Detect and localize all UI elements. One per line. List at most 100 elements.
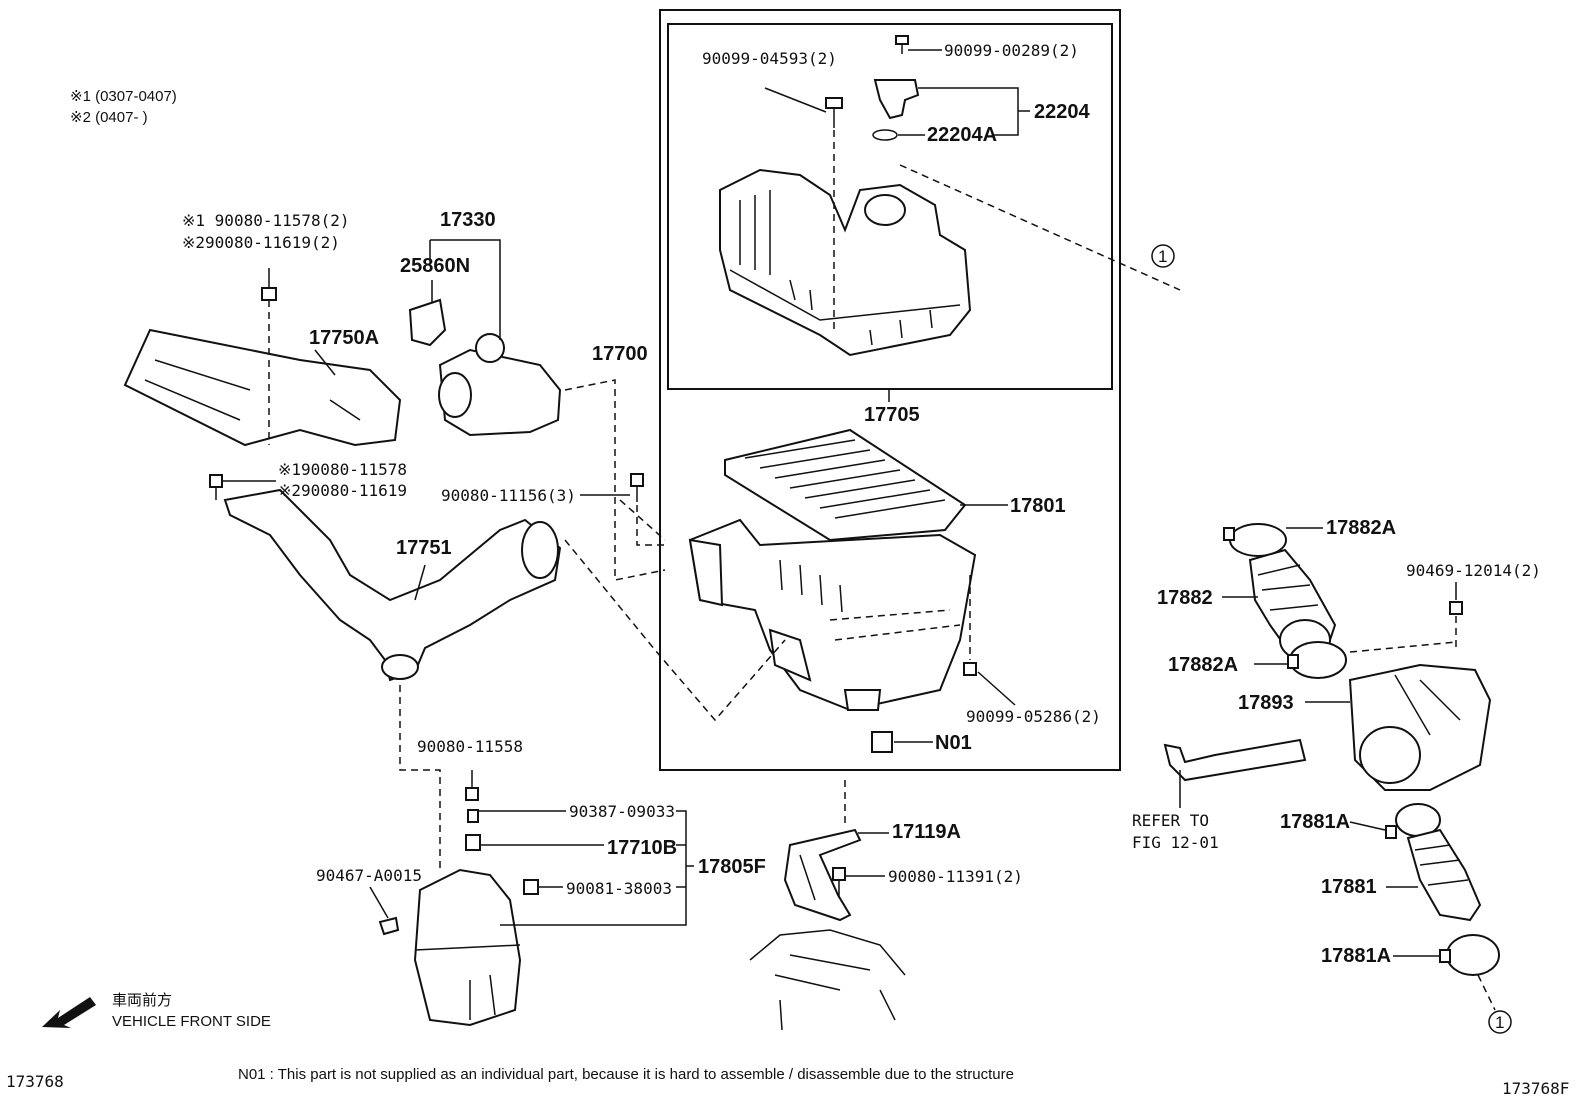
label-90469-12014: 90469-12014(2) — [1406, 561, 1541, 580]
clamp-17881a-top — [1385, 803, 1441, 839]
refer-fig-label: FIG 12-01 — [1132, 833, 1219, 852]
grommet-n01 — [871, 731, 893, 753]
leader-17330 — [429, 239, 501, 340]
screw-90099-00289 — [895, 35, 909, 54]
vsv-sensor-25860n — [408, 298, 447, 347]
assembly-frame-outer — [659, 9, 1121, 771]
clip-upper-left — [261, 268, 277, 301]
collar-90387-09033 — [467, 809, 479, 823]
ref-marker-1-bottom — [1488, 1010, 1512, 1034]
label-17751: 17751 — [396, 537, 452, 559]
dashline-17700 — [564, 379, 666, 581]
nut-90081-38003 — [523, 879, 539, 895]
label-17710b: 17710B — [607, 837, 677, 859]
ref-marker-1-top — [1151, 244, 1175, 268]
label-90080-11578-b: ※190080-11578 — [278, 460, 407, 479]
dashline-ref1-bottom — [1477, 974, 1496, 1011]
air-flow-meter-body — [438, 333, 562, 437]
label-17882a-top: 17882A — [1326, 517, 1396, 539]
clamp-17882a-bottom — [1287, 641, 1347, 679]
hose-refer-12-01 — [1163, 738, 1307, 782]
bracket-17119a — [783, 828, 862, 922]
ref-marker-1-top-label: 1 — [1158, 247, 1167, 266]
dashline-cap-ref1 — [899, 164, 1181, 291]
range-note-1: ※1 (0307-0407) — [70, 88, 177, 105]
vehicle-front-jp: 車両前方 — [112, 992, 172, 1009]
label-90080-11578-a: ※1 90080-11578(2) — [182, 211, 350, 230]
bolt-90080-11156 — [630, 473, 644, 502]
figure-number-right: 173768F — [1502, 1079, 1569, 1098]
air-intake-duct-17750a — [123, 328, 402, 447]
label-90081-38003: 90081-38003 — [566, 879, 672, 898]
label-17750a: 17750A — [309, 327, 379, 349]
figure-number-left: 173768 — [6, 1072, 64, 1091]
label-n01: N01 — [935, 732, 972, 754]
mass-air-flow-sensor — [873, 79, 920, 120]
leader-17881a-top — [1349, 821, 1386, 831]
clamp-17881a-bottom — [1439, 934, 1500, 976]
leader-17750a — [314, 349, 336, 376]
dashline-90469 — [1349, 616, 1457, 653]
clip-90467-a0015 — [378, 916, 400, 936]
vehicle-front-arrow-icon — [42, 997, 96, 1028]
label-17330: 17330 — [440, 209, 496, 231]
label-90080-11558: 90080-11558 — [417, 737, 523, 756]
dashline-90080-11156 — [636, 505, 665, 546]
grommet-17710b — [465, 834, 481, 851]
footnote-n01: N01 : This part is not supplied as an in… — [238, 1066, 1014, 1083]
leader-17805f — [500, 810, 694, 926]
label-17893: 17893 — [1238, 692, 1294, 714]
label-17805f: 17805F — [698, 856, 766, 878]
leader-90099-05286 — [977, 671, 1016, 706]
leader-17751 — [414, 564, 426, 601]
nut-90099-05286 — [963, 662, 977, 676]
label-90099-00289: 90099-00289(2) — [944, 41, 1079, 60]
air-filter-element — [724, 428, 967, 542]
air-cleaner-case — [688, 518, 977, 712]
assembly-frame-inner — [667, 23, 1113, 390]
resonator-17805f — [413, 868, 522, 1027]
label-17801: 17801 — [1010, 495, 1066, 517]
o-ring-22204a — [872, 129, 898, 141]
label-90467-a0015: 90467-A0015 — [316, 866, 422, 885]
clip-90469-12014 — [1449, 601, 1463, 615]
label-90080-11391: 90080-11391(2) — [888, 867, 1023, 886]
label-90080-11156: 90080-11156(3) — [441, 486, 576, 505]
label-17881a-bottom: 17881A — [1321, 945, 1391, 967]
dashline-case-inner — [829, 609, 961, 641]
air-cleaner-cap — [719, 168, 972, 357]
dashline-resonator — [399, 685, 441, 870]
label-17882a-bottom: 17882A — [1168, 654, 1238, 676]
leader-22204 — [918, 87, 1030, 136]
leader-90099-04593 — [764, 87, 827, 113]
clamp-17882a-top — [1223, 523, 1287, 557]
label-90099-04593: 90099-04593(2) — [702, 49, 837, 68]
resonator-17893 — [1348, 663, 1492, 791]
label-90099-05286: 90099-05286(2) — [966, 707, 1101, 726]
label-17881: 17881 — [1321, 876, 1377, 898]
label-22204a: 22204A — [927, 124, 997, 146]
label-17119a: 17119A — [892, 821, 961, 843]
vehicle-front-en: VEHICLE FRONT SIDE — [112, 1013, 271, 1030]
label-90080-11619-a: ※290080-11619(2) — [182, 233, 340, 252]
body-panel-lower — [749, 929, 906, 1031]
range-note-2: ※2 (0407- ) — [70, 109, 148, 126]
label-22204: 22204 — [1034, 101, 1090, 123]
label-17881a-top: 17881A — [1280, 811, 1350, 833]
clip-left-90080-11578 — [209, 474, 223, 500]
label-90387-09033: 90387-09033 — [569, 802, 675, 821]
bolt-90080-11558 — [465, 770, 479, 801]
air-intake-hose-17751 — [223, 488, 562, 682]
leader-90467-a0015 — [369, 886, 389, 919]
screw-90099-04593 — [825, 97, 843, 128]
bolt-90080-11391 — [832, 867, 846, 898]
label-25860n: 25860N — [400, 255, 470, 277]
label-17882: 17882 — [1157, 587, 1213, 609]
hose-17881 — [1406, 828, 1482, 922]
label-17700: 17700 — [592, 343, 648, 365]
ref-marker-1-bottom-label: 1 — [1495, 1013, 1504, 1032]
refer-to-label: REFER TO — [1132, 811, 1209, 830]
label-17705: 17705 — [864, 404, 920, 426]
label-90080-11619-b: ※290080-11619 — [278, 481, 407, 500]
